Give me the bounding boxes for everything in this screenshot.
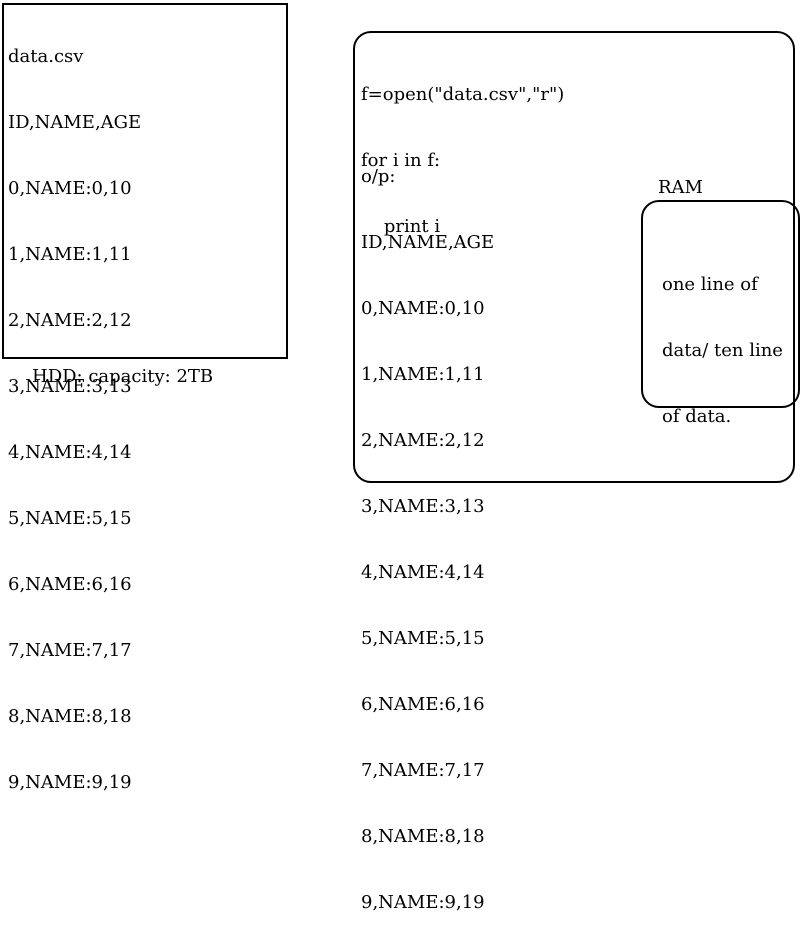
hdd-capacity-caption: HDD: capacity: 2TB [32,366,214,387]
output-line: 0,NAME:0,10 [361,298,485,319]
ram-note-line: data/ ten line [662,340,783,361]
code-output-box [353,31,795,483]
output-line: 6,NAME:6,16 [361,694,485,715]
output-line: 7,NAME:7,17 [361,760,485,781]
hdd-line: 9,NAME:9,19 [8,772,132,793]
output-block: o/p: ID,NAME,AGE 0,NAME:0,10 1,NAME:1,11… [361,122,494,936]
hdd-file-content: data.csv ID,NAME,AGE 0,NAME:0,10 1,NAME:… [8,2,141,816]
hdd-line: 0,NAME:0,10 [8,178,132,199]
hdd-line: 6,NAME:6,16 [8,574,132,595]
ram-note-line: of data. [662,406,732,427]
hdd-line: 2,NAME:2,12 [8,310,132,331]
output-label: o/p: [361,166,396,187]
hdd-line: 1,NAME:1,11 [8,244,132,265]
output-line: 3,NAME:3,13 [361,496,485,517]
code-line: for i in f: [361,150,441,171]
code-block: f=open("data.csv","r") for i in f: print… [361,40,564,260]
hdd-line: 3,NAME:3,13 [8,376,132,397]
output-line: ID,NAME,AGE [361,232,495,253]
ram-note: one line of data/ ten line of data. [662,230,783,450]
output-line: 8,NAME:8,18 [361,826,485,847]
hdd-line: ID,NAME,AGE [8,112,142,133]
ram-note-line: one line of [662,274,758,295]
hdd-line: 5,NAME:5,15 [8,508,132,529]
hdd-line: 4,NAME:4,14 [8,442,132,463]
output-line: 9,NAME:9,19 [361,892,485,913]
code-line: print i [361,216,441,237]
output-line: 2,NAME:2,12 [361,430,485,451]
code-line: f=open("data.csv","r") [361,84,565,105]
output-line: 1,NAME:1,11 [361,364,485,385]
output-line: 4,NAME:4,14 [361,562,485,583]
ram-box [641,200,800,408]
hdd-line: 8,NAME:8,18 [8,706,132,727]
ram-label: RAM [658,177,703,198]
output-line: 5,NAME:5,15 [361,628,485,649]
hdd-file-box [2,3,288,359]
hdd-filename: data.csv [8,46,84,67]
hdd-line: 7,NAME:7,17 [8,640,132,661]
